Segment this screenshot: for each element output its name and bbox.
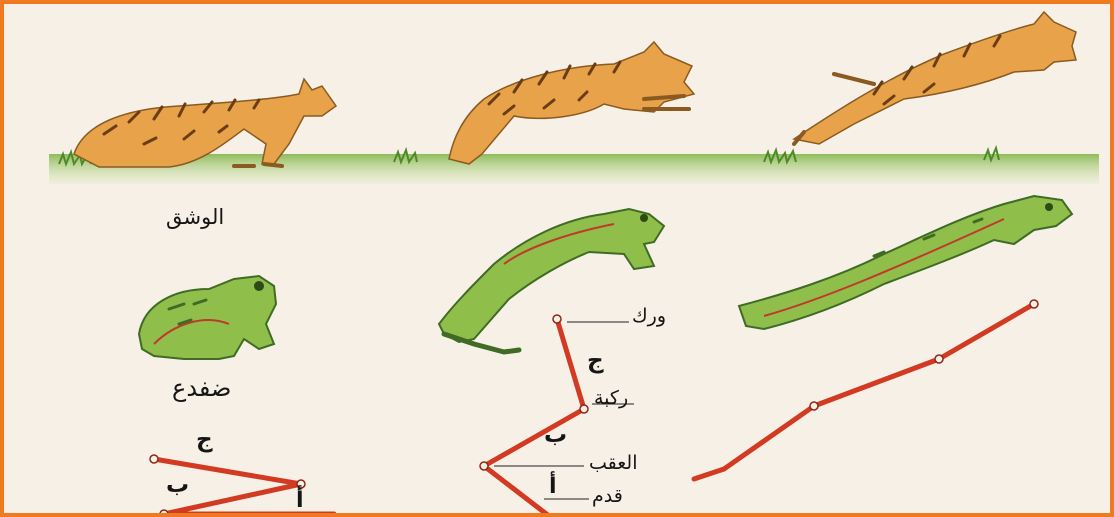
joint-hip-mid: [552, 314, 562, 324]
grass-strip: [49, 144, 1099, 184]
segment-label-c-mid: ج: [587, 348, 604, 374]
joint-knee-left: [296, 479, 306, 489]
frog-takeoff: [437, 207, 666, 355]
label-foot: قدم: [592, 485, 623, 507]
joint-heel-mid: [479, 461, 489, 471]
label-heel: العقب: [589, 452, 638, 474]
joint-hip-right: [1029, 299, 1039, 309]
limb-diagram-folded: [151, 456, 337, 513]
limb-diagram-partial: [481, 316, 587, 513]
illustration-canvas: [49, 10, 1099, 513]
frog-caption: ضفدع: [172, 374, 232, 402]
joint-knee-right: [809, 401, 819, 411]
joint-heel-left: [159, 509, 169, 513]
label-hip: ورك: [632, 305, 667, 327]
segment-label-a-mid: أ: [549, 474, 557, 499]
lynx-stalking: [73, 77, 338, 168]
leader-lines: [494, 321, 634, 500]
lynx-caption: الوشق: [166, 205, 225, 229]
frog-sitting: [137, 274, 278, 360]
limb-diagram-extended: [691, 301, 1037, 482]
segment-label-c-left: ج: [196, 427, 213, 453]
lynx-springing: [448, 40, 696, 165]
joint-knee-mid: [579, 404, 589, 414]
segment-label-a-left: أ: [296, 488, 304, 513]
lynx-leaping: [792, 10, 1077, 146]
label-knee: ركبة: [594, 387, 629, 409]
segment-label-b-left: ب: [166, 472, 190, 498]
frog-extended: [737, 194, 1074, 331]
joint-hip-left: [149, 454, 159, 464]
segment-label-b-mid: ب: [544, 422, 568, 448]
joint-hinge-right: [934, 354, 944, 364]
